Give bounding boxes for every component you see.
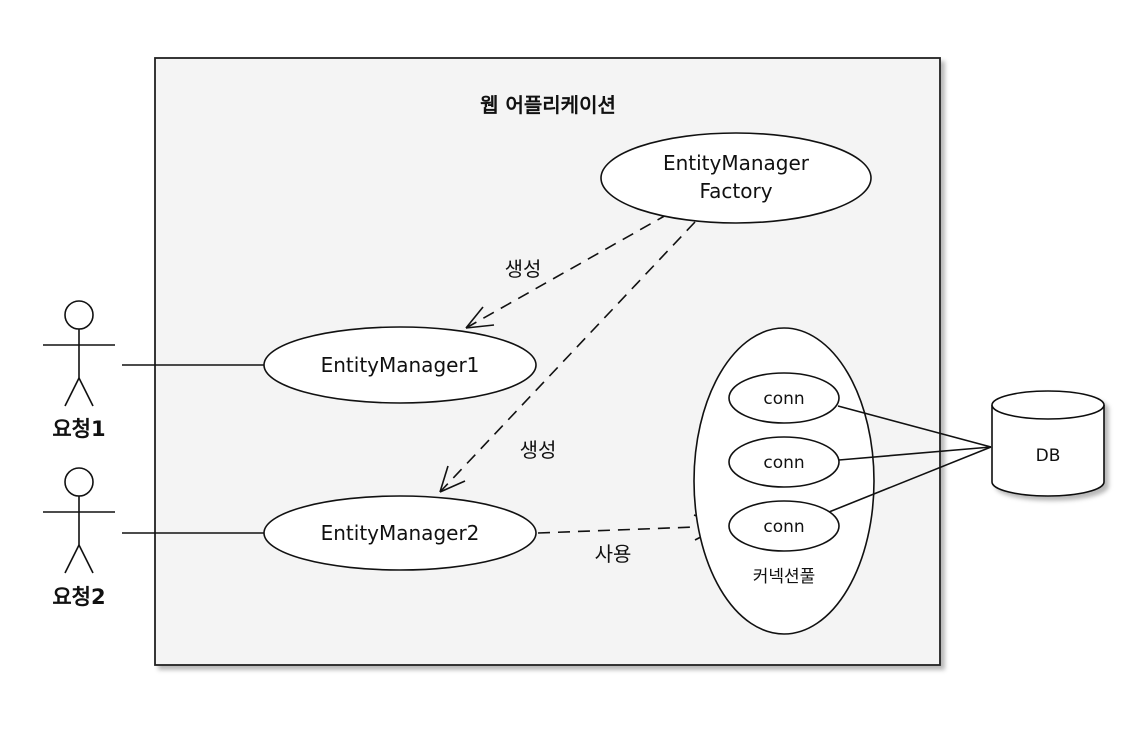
database-node: DB [991,390,1105,497]
database-label: DB [1036,446,1061,466]
conn-1-db-line [837,405,992,448]
actor-request-2: 요청2 [43,467,115,609]
actor-2-label: 요청2 [52,585,105,609]
connection-pool-node: conn conn conn 커넥션풀 [693,327,875,635]
conn-3-label: conn [763,517,804,537]
factory-line-2: Factory [699,179,772,203]
create-arrow-2 [439,221,696,493]
manager-1-label: EntityManager1 [321,353,480,377]
factory-line-1: EntityManager [663,151,810,175]
actor-request-1: 요청1 [43,300,115,441]
entity-manager-2-node: EntityManager2 [263,495,537,571]
entity-manager-1-node: EntityManager1 [263,326,537,404]
actor-1-head-icon [64,300,94,330]
conn-2-node [728,436,840,488]
create-label-2: 생성 [520,438,557,462]
conn-1-label: conn [763,389,804,409]
create-arrow-1 [465,213,669,329]
conn-2-db-line [838,446,992,461]
connection-pool-label: 커넥션풀 [753,567,816,587]
manager-2-label: EntityManager2 [321,521,480,545]
conn-2-label: conn [763,453,804,473]
actor-1-label: 요청1 [52,417,105,441]
actor-2-head-icon [64,467,94,497]
container-title: 웹 어플리케이션 [480,93,616,117]
entity-manager-factory-node: EntityManager Factory [600,132,872,224]
create-label-1: 생성 [505,257,542,281]
conn-3-db-line [828,446,992,513]
conn-1-node [728,372,840,424]
conn-3-node [728,500,840,552]
use-label: 사용 [595,542,632,566]
